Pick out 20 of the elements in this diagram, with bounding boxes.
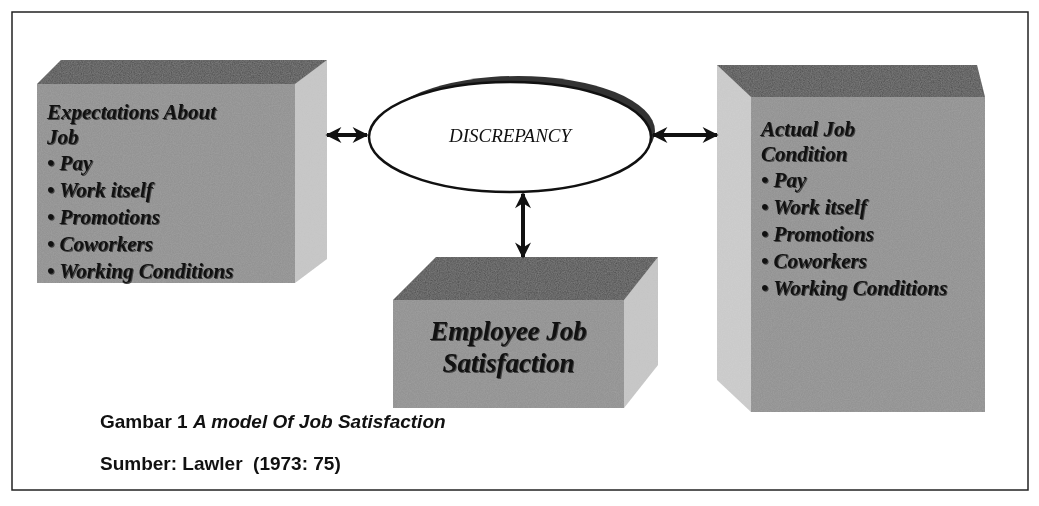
list-item: • Work itself	[761, 194, 870, 221]
box-heading: Actual Job Condition	[761, 117, 856, 167]
box-heading: Employee Job Satisfaction	[429, 315, 588, 379]
list-item: • Working Conditions	[761, 275, 949, 302]
box-heading: Expectations About Job	[47, 100, 218, 150]
list-item: • Work itself	[47, 177, 156, 204]
list-item: • Working Conditions	[47, 258, 235, 285]
list-item: • Coworkers	[47, 231, 154, 258]
double-arrow	[325, 127, 369, 143]
list-item: • Coworkers	[761, 248, 868, 275]
source-note: Sumber: Lawler (1973: 75)	[100, 453, 341, 475]
discrepancy-ellipse	[367, 76, 653, 194]
list-item: • Promotions	[47, 204, 161, 231]
ellipse-label: DISCREPANCY	[447, 125, 574, 147]
list-item: • Pay	[47, 150, 94, 177]
list-item: • Promotions	[761, 221, 875, 248]
figure-caption: Gambar 1 A model Of Job Satisfaction	[100, 411, 446, 433]
double-arrow	[651, 127, 719, 143]
list-item: • Pay	[761, 167, 808, 194]
double-arrow	[515, 192, 531, 259]
